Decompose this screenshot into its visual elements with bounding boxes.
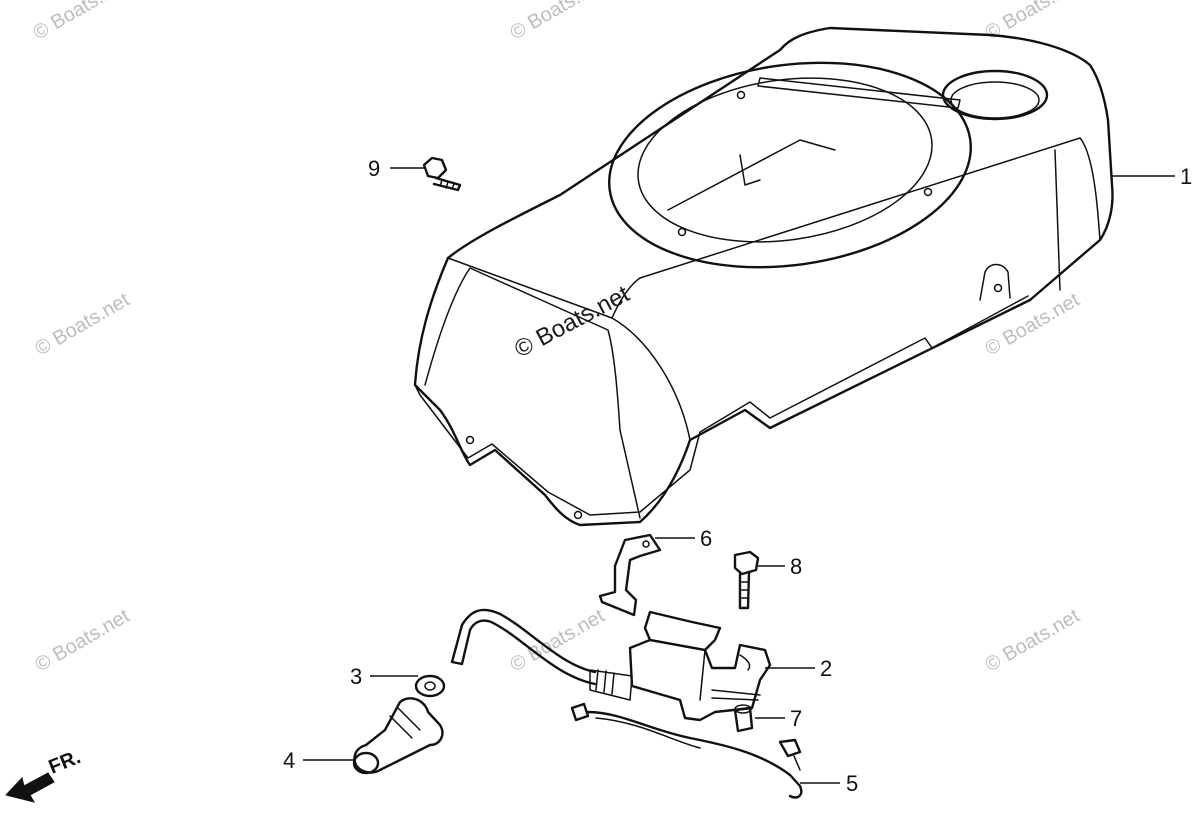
callout-numbers: 1 2 3 4 5 6 7 8 9 xyxy=(283,156,1192,796)
part-spark-plug-cap[interactable] xyxy=(352,697,444,775)
watermark-br: © Boats.net xyxy=(982,605,1084,677)
watermark-center: © Boats.net xyxy=(510,280,634,363)
callout-1[interactable]: 1 xyxy=(1180,164,1192,189)
callout-leaders xyxy=(303,167,1175,784)
part-collar[interactable] xyxy=(733,704,754,733)
part-wire[interactable] xyxy=(570,702,803,799)
callout-5[interactable]: 5 xyxy=(846,771,858,796)
part-fan-cover[interactable] xyxy=(413,26,1114,527)
watermark-mr: © Boats.net xyxy=(982,289,1084,361)
callout-2[interactable]: 2 xyxy=(820,656,832,681)
callout-4[interactable]: 4 xyxy=(283,748,295,773)
watermark-bl: © Boats.net xyxy=(32,605,134,677)
watermark-bc: © Boats.net xyxy=(507,605,609,677)
part-flange-bolt[interactable] xyxy=(422,156,462,192)
callout-6[interactable]: 6 xyxy=(700,526,712,551)
callout-3[interactable]: 3 xyxy=(350,664,362,689)
watermark-ml: © Boats.net xyxy=(32,289,134,361)
part-bolt[interactable] xyxy=(733,550,760,610)
part-bracket[interactable] xyxy=(598,533,662,617)
watermark-tr: © Boats.net xyxy=(982,0,1084,44)
part-ignition-coil[interactable] xyxy=(450,608,772,722)
front-direction-indicator: FR. xyxy=(5,746,84,803)
watermark-tc: © Boats.net xyxy=(507,0,609,44)
front-arrow-icon xyxy=(5,772,55,803)
callout-9[interactable]: 9 xyxy=(368,156,380,181)
watermark-tl: © Boats.net xyxy=(30,0,132,44)
front-label: FR. xyxy=(46,746,84,778)
part-washer[interactable] xyxy=(414,674,446,698)
callout-7[interactable]: 7 xyxy=(790,706,802,731)
callout-8[interactable]: 8 xyxy=(790,554,802,579)
